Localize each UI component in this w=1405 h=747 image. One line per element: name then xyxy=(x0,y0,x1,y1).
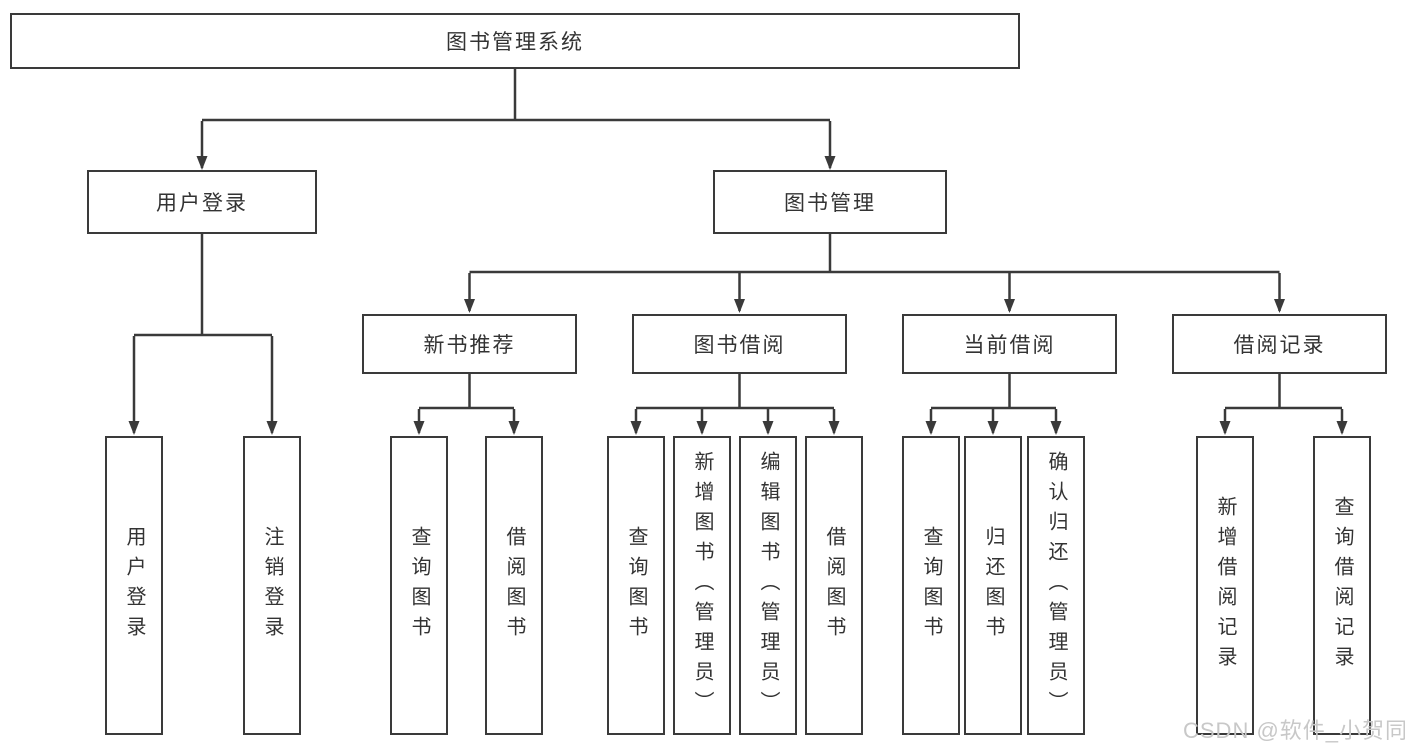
leaf-add-books-admin-label: 新增图书（管理员） xyxy=(691,450,713,721)
leaf-query-books-recommend-label: 查询图书 xyxy=(408,525,430,646)
leaf-user-login: 用户登录 xyxy=(105,436,163,735)
leaf-edit-books-admin-label: 编辑图书（管理员） xyxy=(757,450,779,721)
csdn-watermark: CSDN @软件_小贺同学 xyxy=(1183,718,1405,743)
leaf-confirm-return-admin: 确认归还（管理员） xyxy=(1027,436,1085,735)
leaf-add-borrow-record: 新增借阅记录 xyxy=(1196,436,1254,735)
leaf-query-books-borrow-label: 查询图书 xyxy=(625,525,647,646)
node-new-book-recommendation-label: 新书推荐 xyxy=(423,334,516,357)
node-book-management-label: 图书管理 xyxy=(784,192,876,215)
leaf-query-borrow-record-label: 查询借阅记录 xyxy=(1331,495,1353,676)
leaf-borrow-books: 借阅图书 xyxy=(805,436,863,735)
node-borrowing-records: 借阅记录 xyxy=(1172,314,1387,374)
leaf-query-books-borrow: 查询图书 xyxy=(607,436,665,735)
leaf-borrow-books-recommend-label: 借阅图书 xyxy=(503,525,525,646)
leaf-query-borrow-record: 查询借阅记录 xyxy=(1313,436,1371,735)
leaf-query-books-current-label: 查询图书 xyxy=(920,525,942,646)
node-current-borrowing: 当前借阅 xyxy=(902,314,1117,374)
leaf-borrow-books-recommend: 借阅图书 xyxy=(485,436,543,735)
leaf-add-books-admin: 新增图书（管理员） xyxy=(673,436,731,735)
leaf-return-books: 归还图书 xyxy=(964,436,1022,735)
leaf-query-books-current: 查询图书 xyxy=(902,436,960,735)
node-user-login: 用户登录 xyxy=(87,170,317,234)
node-user-login-label: 用户登录 xyxy=(156,192,248,215)
node-book-management: 图书管理 xyxy=(713,170,947,234)
leaf-edit-books-admin: 编辑图书（管理员） xyxy=(739,436,797,735)
node-library-system-label: 图书管理系统 xyxy=(446,31,584,54)
leaf-logout: 注销登录 xyxy=(243,436,301,735)
node-book-borrowing-label: 图书借阅 xyxy=(693,334,786,357)
node-new-book-recommendation: 新书推荐 xyxy=(362,314,577,374)
leaf-borrow-books-label: 借阅图书 xyxy=(823,525,845,646)
leaf-query-books-recommend: 查询图书 xyxy=(390,436,448,735)
leaf-return-books-label: 归还图书 xyxy=(982,525,1004,646)
node-borrowing-records-label: 借阅记录 xyxy=(1233,334,1326,357)
node-current-borrowing-label: 当前借阅 xyxy=(963,334,1056,357)
node-library-system: 图书管理系统 xyxy=(10,13,1020,69)
node-book-borrowing: 图书借阅 xyxy=(632,314,847,374)
leaf-user-login-label: 用户登录 xyxy=(123,525,145,646)
leaf-add-borrow-record-label: 新增借阅记录 xyxy=(1214,495,1236,676)
leaf-confirm-return-admin-label: 确认归还（管理员） xyxy=(1045,450,1067,721)
leaf-logout-label: 注销登录 xyxy=(261,525,283,646)
